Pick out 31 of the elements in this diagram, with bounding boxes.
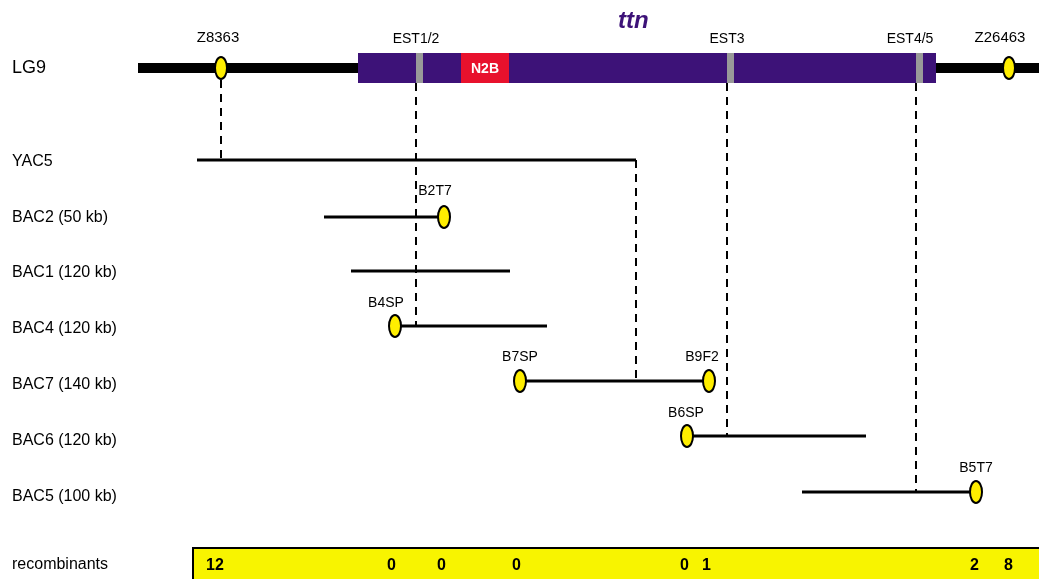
marker-label: B2T7 [418,182,452,198]
marker-label: B9F2 [685,348,719,364]
clone-label: BAC4 (120 kb) [12,319,117,337]
clone-label: BAC1 (120 kb) [12,263,117,281]
track-label: LG9 [12,57,47,78]
recombinant-count: 8 [1004,556,1013,574]
recombinant-count: 0 [512,556,521,574]
clone-label: BAC7 (140 kb) [12,375,117,393]
gene-name: ttn [618,6,649,34]
marker-label: EST4/5 [886,30,934,46]
recombinant-count: 1 [702,556,711,574]
row-label: recombinants [12,555,109,573]
marker-label: Z8363 [196,28,240,45]
clone-label: BAC6 (120 kb) [12,431,117,449]
recombinant-count: 2 [970,556,979,574]
clone-label: BAC5 (100 kb) [12,487,117,505]
marker-label: EST3 [709,30,745,46]
marker-label: B5T7 [959,459,993,475]
marker-label: EST1/2 [392,30,440,46]
recombinant-count: 0 [437,556,446,574]
marker-label: B7SP [502,348,538,364]
recombinant-count: 0 [680,556,689,574]
recombinant-count: 0 [387,556,396,574]
marker-label: Z26463 [974,28,1026,45]
marker-label: B4SP [368,294,404,310]
clone-label: YAC5 [12,152,53,170]
recombinant-count: 12 [206,556,224,574]
recombinant-bar [192,547,1039,579]
clone-label: BAC2 (50 kb) [12,208,109,226]
marker-label: B6SP [668,404,704,420]
domain-box: N2B [461,53,509,83]
